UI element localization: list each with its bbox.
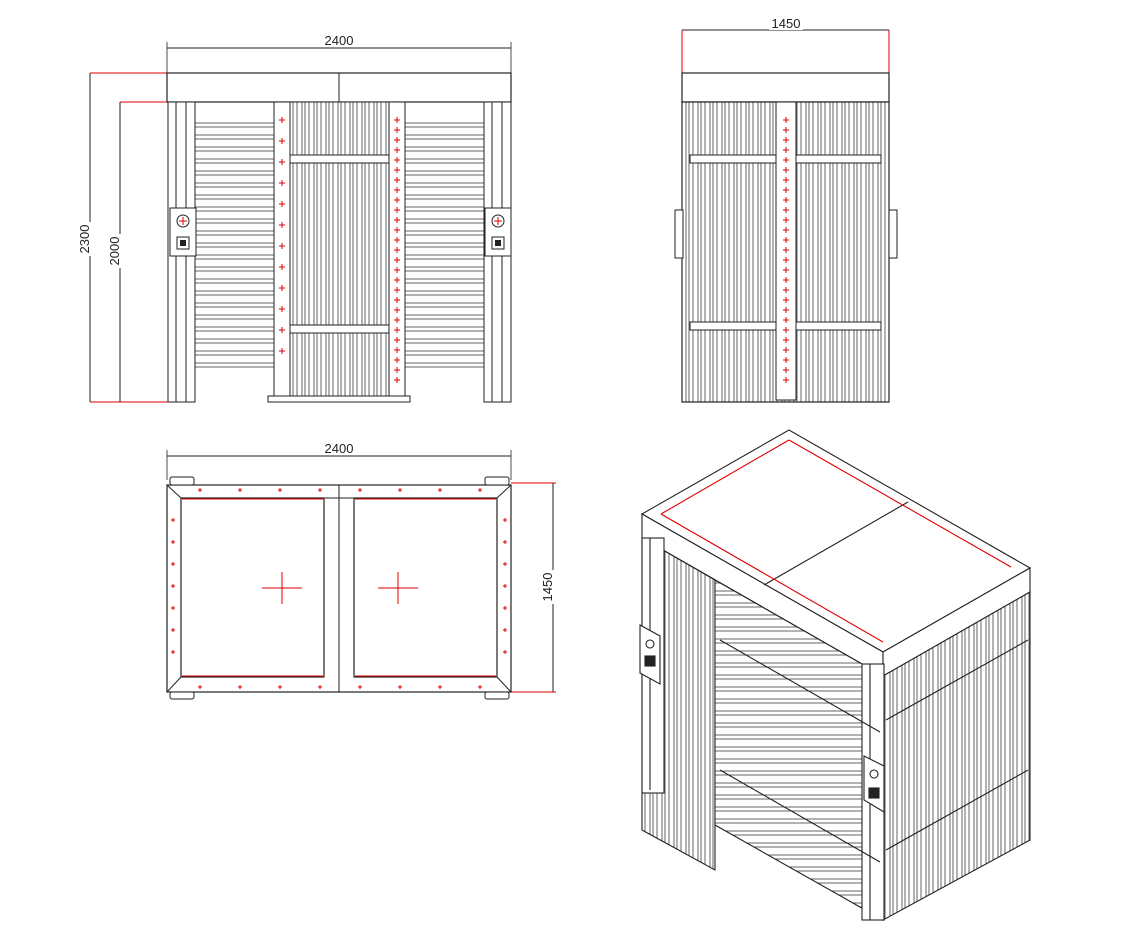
- top-width-dimension: 2400: [166, 441, 512, 480]
- side-roof: [681, 72, 890, 103]
- top-left-panel: [180, 497, 325, 678]
- top-right-center-mark: [378, 572, 418, 604]
- front-height-outer-label: 2300: [77, 225, 92, 254]
- front-left-card-reader: [169, 207, 197, 257]
- top-right-panel: [353, 497, 498, 678]
- iso-right-card-reader: [863, 755, 885, 813]
- front-right-card-reader: [484, 207, 512, 257]
- front-view: 2400 2300 2000: [77, 33, 512, 403]
- front-left-fence: [195, 120, 275, 370]
- isometric-view: [639, 429, 1032, 921]
- top-depth-label: 1450: [540, 573, 555, 602]
- top-view: 2400 1450: [166, 441, 556, 700]
- front-right-fence: [404, 120, 484, 370]
- iso-left-card-reader: [639, 624, 661, 685]
- top-width-label: 2400: [325, 441, 354, 456]
- front-height-inner-label: 2000: [107, 237, 122, 266]
- side-width-label: 1450: [772, 16, 801, 31]
- side-width-dimension: 1450: [681, 16, 890, 76]
- front-height-dimension-inner: 2000: [107, 101, 168, 402]
- side-right-handle: [888, 209, 898, 259]
- top-left-center-mark: [262, 572, 302, 604]
- front-height-dimension-outer: 2300: [77, 72, 168, 403]
- side-left-handle: [674, 209, 684, 259]
- front-width-label: 2400: [325, 33, 354, 48]
- side-view: 1450: [674, 16, 898, 403]
- front-rotor: [267, 101, 411, 403]
- front-width-dimension: 2400: [166, 33, 512, 76]
- top-depth-dimension: 1450: [511, 482, 556, 693]
